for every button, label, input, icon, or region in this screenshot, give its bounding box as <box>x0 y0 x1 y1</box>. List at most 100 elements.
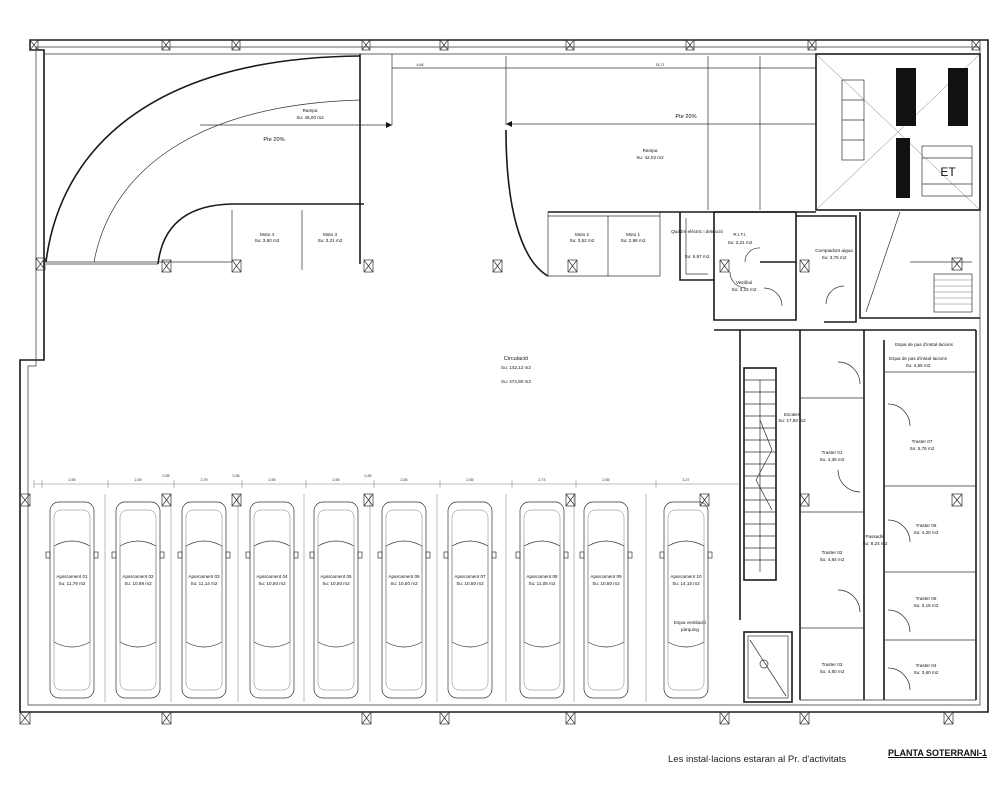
car-mirror <box>357 551 363 559</box>
ramp-left-slope: Pte 20% <box>263 137 284 143</box>
car-mirror <box>111 551 117 559</box>
ramp-right-slope: Pte 20% <box>675 114 696 120</box>
car-inner <box>253 509 291 691</box>
dim-small-2: 0,35 <box>233 474 240 478</box>
parking-area: Su: 11,79 m2 <box>59 581 86 586</box>
dimension-label: 3,27 <box>683 478 690 482</box>
circulacio-area1: Su: 142,12 m2 <box>501 365 531 370</box>
car-windshield <box>523 540 561 547</box>
car-windshield <box>385 540 423 547</box>
dimension-label: 2,55 <box>401 478 408 482</box>
car-inner <box>523 509 561 691</box>
car-outline <box>115 501 161 699</box>
parking-bay: Aparcament 03 Su: 11,14 m2 <box>177 494 239 702</box>
shaft-upper <box>859 211 980 319</box>
car-rear-window <box>667 641 705 648</box>
parking-name: Aparcament 02 <box>122 574 154 579</box>
traster04-name: Traster 04 <box>916 663 937 668</box>
traster03-area: Su: 4,80 m2 <box>820 669 845 674</box>
car-inner <box>667 509 705 691</box>
vestibul-area: Su: 3,15 m2 <box>732 287 757 292</box>
car-outline <box>583 501 629 699</box>
ramp-left-name: Rampa <box>303 108 318 113</box>
moto3-name: Moto 3 <box>323 232 337 237</box>
structural-columns <box>19 39 981 725</box>
vestibul-name: Vestíbul <box>736 280 752 285</box>
service-rooms <box>679 211 857 323</box>
traster02-name: Traster 02 <box>822 550 843 555</box>
staircase <box>743 367 777 581</box>
parking-area: Su: 11,14 m2 <box>191 581 218 586</box>
parking-area: Su: 10,50 m2 <box>592 581 620 586</box>
parking-name: Aparcament 04 <box>256 574 288 579</box>
car-windshield <box>451 540 489 547</box>
traster01-area: Su: 4,36 m2 <box>820 457 845 462</box>
parking-name: Aparcament 07 <box>454 574 486 579</box>
storage-block <box>714 329 977 701</box>
vent-room <box>743 631 793 703</box>
car-mirror <box>293 551 299 559</box>
car-mirror <box>377 551 383 559</box>
quadre-name: Quadre elèctric i detecció <box>671 229 723 234</box>
moto-bays <box>231 210 661 277</box>
car-inner <box>317 509 355 691</box>
moto1-area: Su: 2,98 m2 <box>621 238 646 243</box>
car-inner <box>185 509 223 691</box>
traster06-area: Su: 4,20 m2 <box>914 530 939 535</box>
espai-inst-area: Su: 4,55 m2 <box>906 363 931 368</box>
car-rear-window <box>119 641 157 648</box>
outer-walls <box>19 39 989 713</box>
car-windshield <box>587 540 625 547</box>
car-windshield <box>667 540 705 547</box>
dimension-row <box>33 480 740 488</box>
parking-area: Su: 10,50 m2 <box>322 581 350 586</box>
car-rear-window <box>451 641 489 648</box>
plan-title: PLANTA SOTERRANI-1 <box>888 748 987 758</box>
car-outline <box>181 501 227 699</box>
car-windshield <box>185 540 223 547</box>
passadis-name: Passadís <box>866 534 886 539</box>
parking-name: Aparcament 08 <box>526 574 558 579</box>
car-rear-window <box>185 641 223 648</box>
traster04-area: Su: 3,60 m2 <box>914 670 939 675</box>
ramp-left-area: Su: 45,00 m2 <box>296 115 324 120</box>
circulacio-name: Circulació <box>504 356 529 362</box>
parking-name: Aparcament 01 <box>56 574 88 579</box>
car-inner <box>53 509 91 691</box>
car-windshield <box>53 540 91 547</box>
installations-note: Les instal·lacions estaran al Pr. d'acti… <box>668 754 847 765</box>
car-mirror <box>425 551 431 559</box>
car-windshield <box>317 540 355 547</box>
espai-inst-name: Espai de pas d'instal·lacions <box>889 356 948 361</box>
car-inner <box>587 509 625 691</box>
ramp-left <box>45 54 392 265</box>
quadre-area: Su: 6,97 m2 <box>685 254 710 259</box>
car-mirror <box>93 551 99 559</box>
parking-name: Aparcament 03 <box>188 574 220 579</box>
car-mirror <box>45 551 51 559</box>
dimension-label: 2,73 <box>539 478 546 482</box>
espai-vent-area: pàrquing <box>681 627 699 632</box>
passadis-area: Su: 8,24 m2 <box>863 541 888 546</box>
comptadors-name: Comptadors aigua <box>815 248 853 253</box>
dimension-label: 2,55 <box>333 478 340 482</box>
dim-small-3: 0,35 <box>365 474 372 478</box>
parking-area: Su: 10,50 m2 <box>390 581 418 586</box>
dim-top-a: 4,66 <box>417 63 424 67</box>
car-mirror <box>245 551 251 559</box>
car-rear-window <box>523 641 561 648</box>
traster05-area: Su: 3,18 m2 <box>914 603 939 608</box>
car-mirror <box>225 551 231 559</box>
dimension-label: 2,55 <box>467 478 474 482</box>
car-outline <box>249 501 295 699</box>
rite-name: R.I.T.I. <box>733 232 746 237</box>
car-outline <box>313 501 359 699</box>
parking-name: Aparcament 05 <box>320 574 352 579</box>
dimension-label: 2,39 <box>135 478 142 482</box>
rite-area: Su: 2,21 m2 <box>728 240 753 245</box>
